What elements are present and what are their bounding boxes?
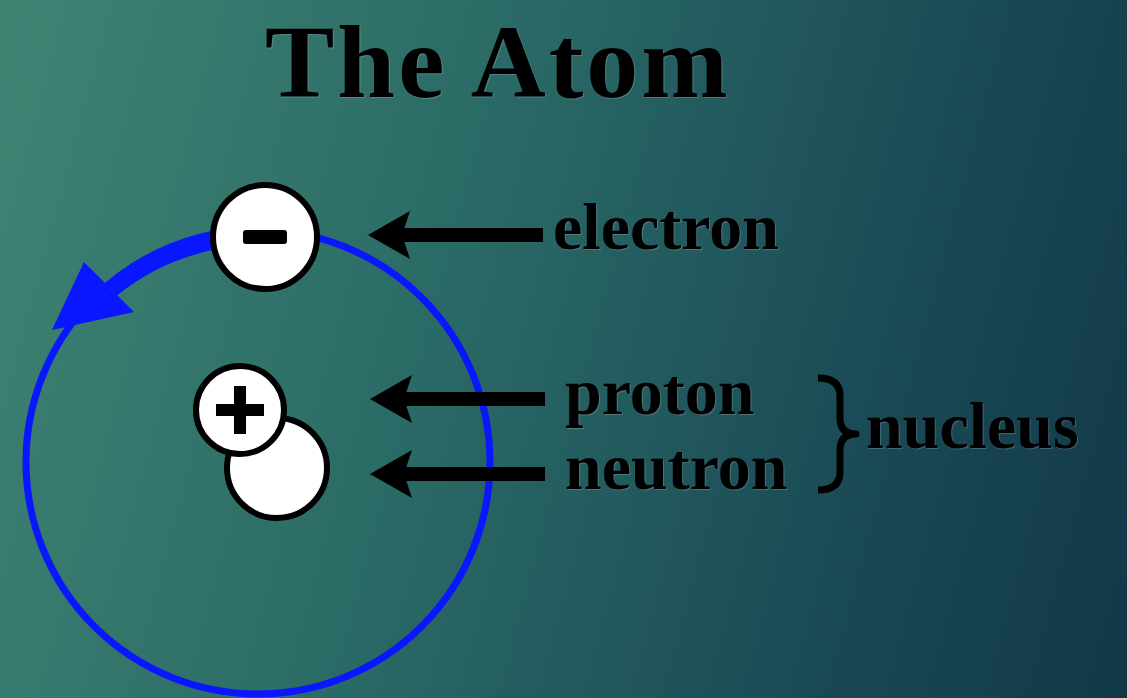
proton-circle [196, 366, 284, 454]
plus-sign-v [234, 386, 246, 434]
orbit-arrowhead [52, 262, 134, 330]
title: The Atom [0, 10, 996, 114]
minus-sign [243, 230, 287, 244]
part-label: nucleus [866, 393, 1079, 459]
part-label: proton [565, 359, 755, 425]
electron-orbit [26, 230, 490, 694]
part-label: electron [553, 194, 779, 260]
nucleus-brace [818, 378, 856, 490]
arrowhead [370, 375, 412, 423]
leader-line [398, 228, 543, 242]
proton-symbol [196, 366, 284, 454]
part-label: neutron [565, 434, 788, 500]
orbit-direction-arc [112, 242, 215, 290]
leader-line [400, 467, 545, 481]
leader-arrows [368, 211, 545, 498]
leader-line [400, 392, 545, 406]
arrowhead [370, 450, 412, 498]
electron-symbol [213, 185, 317, 289]
arrowhead [368, 211, 410, 259]
electron-circle [213, 185, 317, 289]
